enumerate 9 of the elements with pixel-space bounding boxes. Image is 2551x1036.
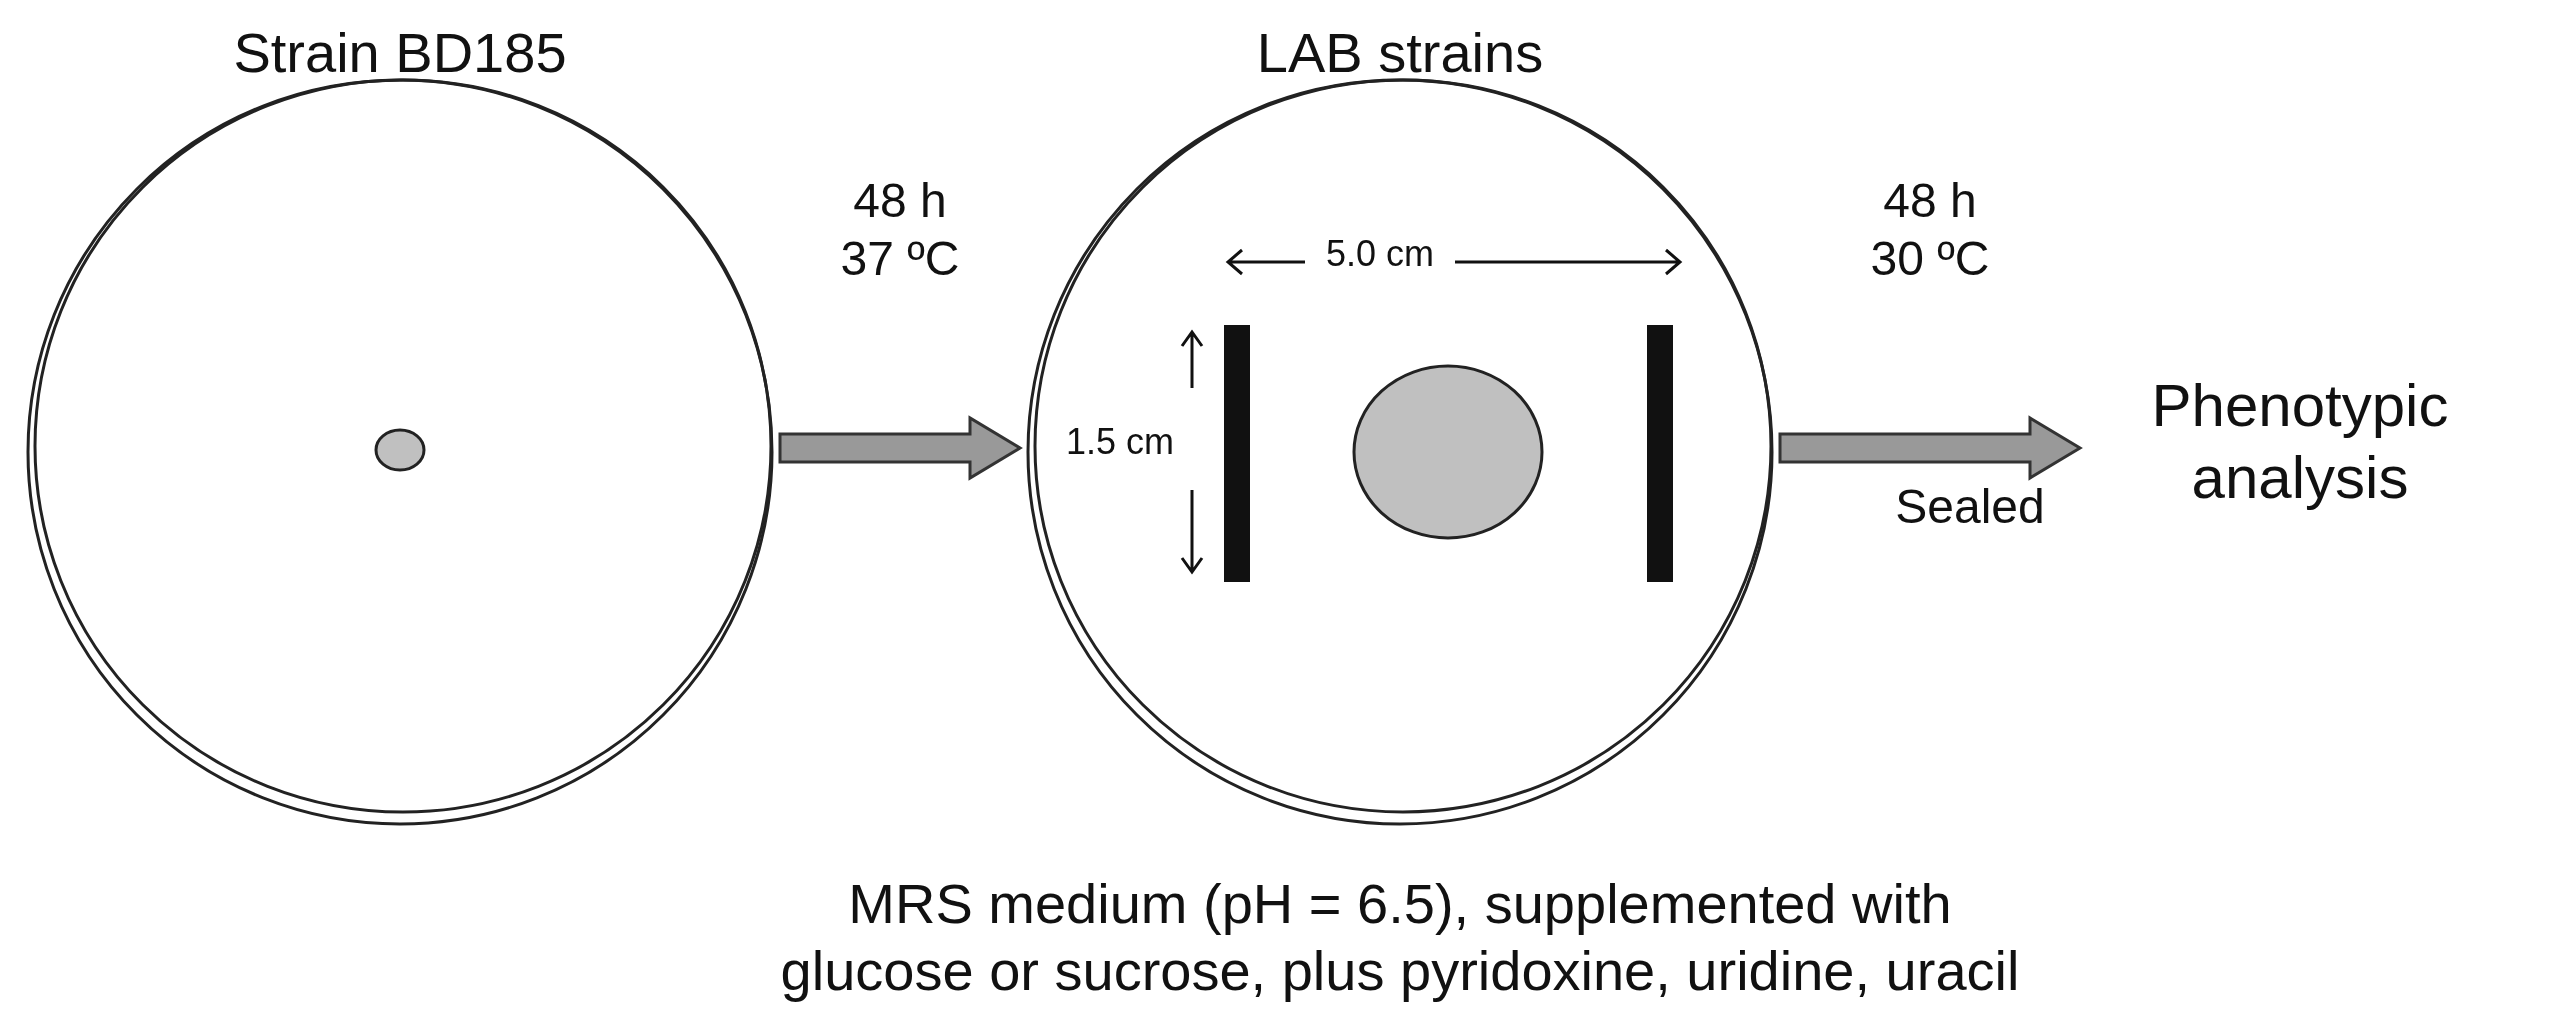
result-text: Phenotypic analysis — [2150, 371, 2450, 513]
caption-text: MRS medium (pH = 6.5), supplemented with glucose or sucrose, plus pyridoxine, uridine, uracil — [779, 871, 2021, 1005]
block-arrow — [1778, 415, 2083, 481]
dimension-label: 1.5 cm — [1064, 420, 1175, 464]
dimension-label: 5.0 cm — [1324, 232, 1435, 276]
condition-label: Sealed — [1894, 479, 2046, 535]
block-arrow — [778, 415, 1023, 481]
dish-title: Strain BD185 — [232, 20, 568, 85]
dish-title: LAB strains — [1255, 20, 1545, 85]
